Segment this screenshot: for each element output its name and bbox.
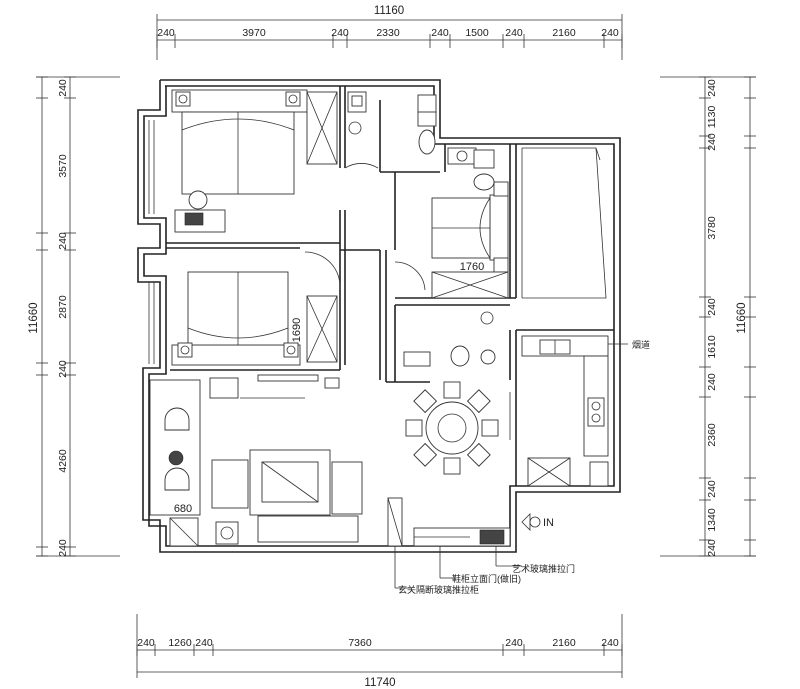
ensuite-toilet bbox=[473, 173, 495, 191]
bed-height-dim: 1690 bbox=[291, 318, 303, 342]
right-dim-11: 240 bbox=[706, 539, 718, 557]
toilet bbox=[418, 129, 436, 155]
headboard-2 bbox=[489, 194, 509, 261]
armchair bbox=[211, 459, 249, 509]
nightstand-3a bbox=[177, 342, 193, 358]
dining-chair bbox=[443, 457, 461, 475]
ensuite-bathroom bbox=[447, 147, 495, 191]
washbasin bbox=[450, 345, 470, 367]
top-dim-2: 3970 bbox=[242, 27, 266, 39]
dining-area bbox=[403, 311, 511, 547]
right-dim-6: 1610 bbox=[706, 335, 718, 359]
bottom-dim-3: 240 bbox=[195, 637, 213, 649]
bay-width-dim: 680 bbox=[174, 503, 192, 515]
sofa-side bbox=[331, 461, 363, 515]
left-dimension-chain: 240 3570 240 2870 240 4260 240 11660 bbox=[28, 76, 120, 557]
top-dim-4: 2330 bbox=[376, 27, 400, 39]
annotation-sliding-door: 艺术玻璃推拉门 bbox=[512, 563, 575, 574]
bottom-dim-5: 240 bbox=[505, 637, 523, 649]
right-dim-5: 240 bbox=[706, 298, 718, 316]
top-dim-7: 240 bbox=[505, 27, 523, 39]
nightstand-left bbox=[175, 91, 191, 107]
bed-width-dim: 1760 bbox=[460, 261, 484, 273]
dining-chair bbox=[413, 389, 438, 414]
nightstand-3b bbox=[283, 342, 299, 358]
entrance-label: IN bbox=[543, 517, 554, 529]
top-dim-3: 240 bbox=[331, 27, 349, 39]
water-tank bbox=[417, 94, 437, 114]
study-counter bbox=[149, 379, 201, 516]
kitchen: 烟道 bbox=[509, 335, 650, 487]
master-bedroom bbox=[171, 89, 338, 233]
top-dimension-chain: 11160 240 3970 240 2330 240 1500 240 216… bbox=[156, 5, 623, 60]
top-total-dim: 11160 bbox=[374, 5, 404, 17]
annotation-entry-partition: 玄关隔断玻璃推拉柜 bbox=[398, 584, 479, 595]
living-room bbox=[209, 374, 403, 547]
right-dimension-chain: 240 1130 240 3780 240 1610 240 2360 240 … bbox=[660, 76, 756, 557]
left-dim-5: 240 bbox=[57, 360, 69, 378]
right-dim-2: 1130 bbox=[706, 106, 718, 129]
right-dim-7: 240 bbox=[706, 373, 718, 391]
chair-top bbox=[164, 407, 190, 431]
dining-table bbox=[425, 401, 479, 455]
sink-cabinet bbox=[403, 351, 431, 367]
outer-walls bbox=[137, 79, 621, 553]
left-dim-7: 240 bbox=[57, 539, 69, 557]
second-bedroom: 1760 bbox=[394, 181, 509, 299]
right-dim-1: 240 bbox=[706, 79, 718, 97]
tv-cabinet bbox=[257, 374, 319, 382]
annotations: 艺术玻璃推拉门 鞋柜立面门(做旧) 玄关隔断玻璃推拉柜 bbox=[394, 546, 575, 595]
right-dim-3: 240 bbox=[706, 133, 718, 151]
bottom-dim-4: 7360 bbox=[348, 637, 372, 649]
dining-chair bbox=[443, 381, 461, 399]
bottom-dimension-chain: 240 1260 240 7360 240 2160 240 11740 bbox=[136, 614, 623, 689]
bottom-dim-2: 1260 bbox=[168, 637, 192, 649]
desk-chair bbox=[188, 190, 208, 210]
right-dim-4: 3780 bbox=[706, 216, 718, 240]
study-nook: 680 bbox=[149, 379, 201, 547]
entrance: IN bbox=[521, 513, 554, 531]
balcony bbox=[521, 147, 607, 299]
right-dim-9: 240 bbox=[706, 480, 718, 498]
ensuite-basin bbox=[447, 147, 477, 165]
left-dim-6: 4260 bbox=[57, 449, 69, 473]
dining-chair bbox=[405, 419, 423, 437]
right-dim-10: 1340 bbox=[706, 508, 718, 532]
top-dim-9: 240 bbox=[601, 27, 619, 39]
floor-lamp-table bbox=[215, 521, 239, 545]
nightstand-right bbox=[285, 91, 301, 107]
entrance-arrow-icon bbox=[521, 513, 531, 531]
right-dim-8: 2360 bbox=[706, 423, 718, 447]
right-total-dim: 11660 bbox=[736, 302, 748, 333]
nightstand-2b bbox=[493, 257, 509, 273]
nightstand-2a bbox=[493, 181, 509, 197]
bottom-dim-1: 240 bbox=[137, 637, 155, 649]
left-dim-3: 240 bbox=[57, 232, 69, 250]
dining-chair bbox=[466, 442, 491, 467]
bottom-total-dim: 11740 bbox=[364, 677, 395, 689]
side-table bbox=[209, 377, 239, 399]
chair-bottom bbox=[164, 467, 190, 491]
top-dim-8: 2160 bbox=[552, 27, 576, 39]
flue-label: 烟道 bbox=[632, 339, 650, 350]
left-dim-2: 3570 bbox=[57, 154, 69, 178]
left-dim-1: 240 bbox=[57, 79, 69, 97]
annotation-shoe-cabinet: 鞋柜立面门(做旧) bbox=[452, 573, 521, 584]
top-dim-1: 240 bbox=[157, 27, 175, 39]
dining-chair bbox=[481, 419, 499, 437]
main-bathroom bbox=[344, 91, 437, 169]
study-stool bbox=[168, 450, 184, 466]
bottom-dim-6: 2160 bbox=[552, 637, 576, 649]
dining-chair bbox=[466, 389, 491, 414]
top-dim-6: 1500 bbox=[465, 27, 489, 39]
left-dim-4: 2870 bbox=[57, 295, 69, 319]
dining-chair bbox=[413, 442, 438, 467]
left-total-dim: 11660 bbox=[28, 302, 40, 333]
top-dim-5: 240 bbox=[431, 27, 449, 39]
main-sofa bbox=[257, 515, 359, 543]
third-bedroom: 1690 bbox=[171, 251, 341, 366]
bottom-dim-7: 240 bbox=[601, 637, 619, 649]
